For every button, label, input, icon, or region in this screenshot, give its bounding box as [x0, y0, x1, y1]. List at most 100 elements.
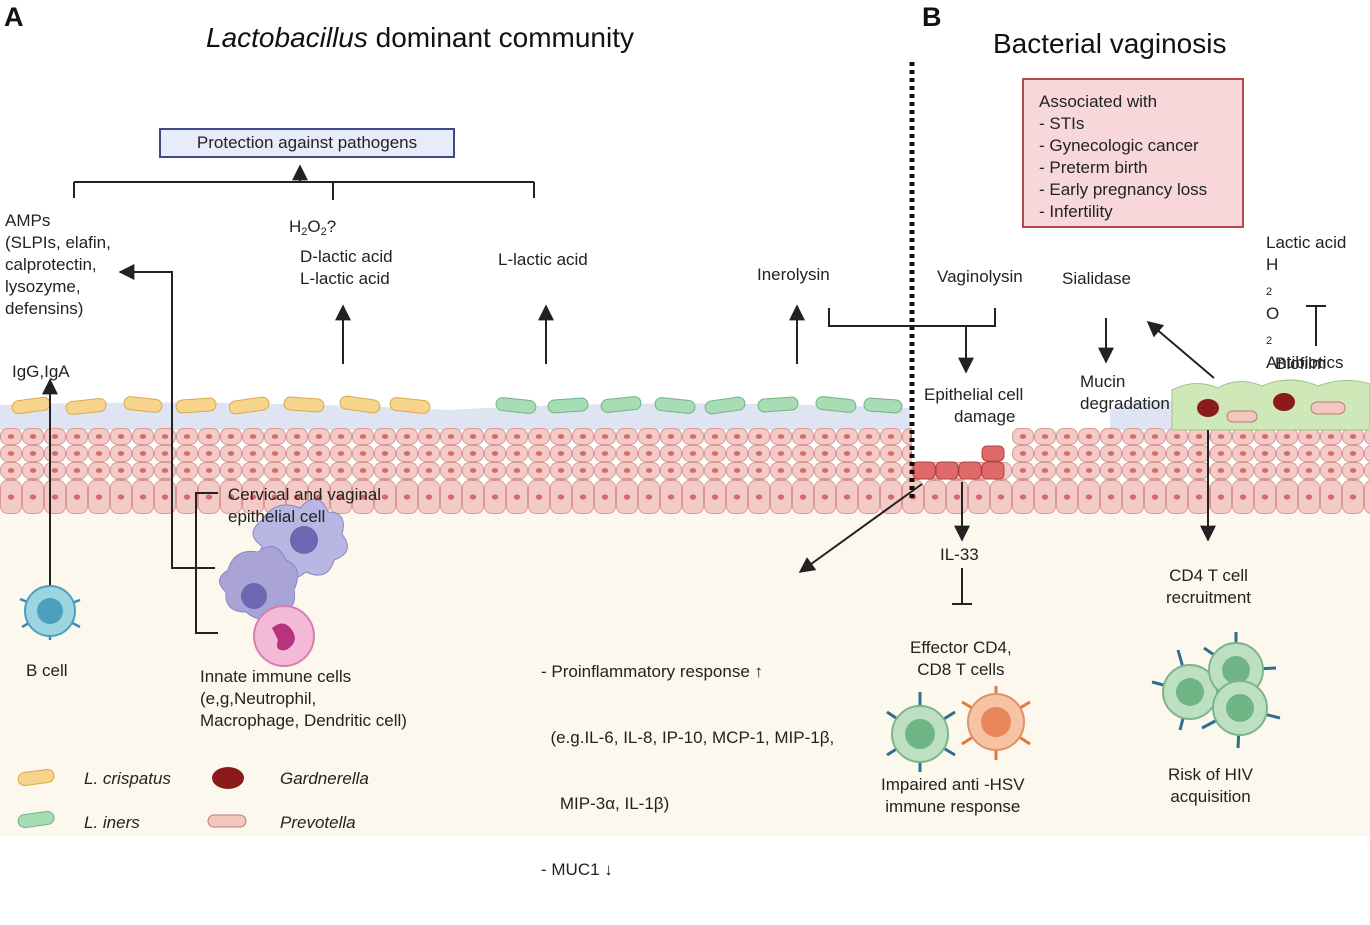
epithelial-line: epithelial cell [228, 507, 326, 526]
panel-label-b: B [922, 2, 942, 32]
risk-line: Risk of HIV [1168, 765, 1254, 784]
crispatus-rod [65, 398, 107, 415]
toxin-bracket [828, 308, 996, 327]
amps-line: calprotectin, [5, 255, 97, 274]
response-label: - Proinflammatory response ↑ (e.g.IL-6, … [541, 617, 834, 925]
crispatus-rod [123, 396, 163, 413]
damaged-cell [981, 461, 1005, 480]
response-line: MIP-3α, IL-1β) [541, 794, 670, 813]
associated-box: Associated with - STIs - Gynecologic can… [1022, 78, 1244, 228]
h2o2-q: ? [326, 217, 337, 236]
h2o2-b-sub: 2 [1266, 286, 1273, 298]
amps-line: AMPs [5, 211, 51, 230]
response-line: (e.g.IL-6, IL-8, IP-10, MCP-1, MIP-1β, [541, 728, 835, 747]
epithelial-label: Cervical and vaginal epithelial cell [228, 484, 381, 528]
crispatus-rod [339, 395, 381, 414]
crispatus-rod [175, 397, 217, 414]
h2o2-b-sub2: 2 [1266, 335, 1273, 347]
iners-rod [547, 397, 589, 414]
epithelial-line: Cervical and vaginal [228, 485, 382, 504]
mucin-line: degradation [1080, 394, 1170, 413]
legend-gardnerella-swatch [212, 767, 244, 789]
legend-crispatus-swatch [17, 768, 55, 787]
protection-bracket [73, 164, 535, 200]
innate-bracket [195, 492, 218, 634]
effector-label: Effector CD4, CD8 T cells [910, 637, 1012, 681]
inerolysin-label: Inerolysin [757, 265, 830, 284]
epithelial-damage-label: Epithelial cell damage [924, 384, 1023, 428]
assoc-line: - STIs [1039, 114, 1085, 133]
l-lactic-label-2: L-lactic acid [498, 250, 588, 269]
damaged-cell [912, 461, 936, 480]
d-lactic-label: D-lactic acid [300, 247, 393, 266]
il33-label: IL-33 [940, 545, 979, 564]
h2o2-sub2: 2 [320, 226, 327, 238]
antibiotics-line: Antibiotics [1266, 353, 1344, 372]
panel-a-title: Lactobacillus dominant community [206, 22, 634, 54]
damage-line: Epithelial cell [924, 385, 1024, 404]
effector-cells-graphic [886, 686, 1031, 772]
innate-to-amps-arrow [118, 264, 215, 569]
panel-a-title-italic: Lactobacillus [206, 22, 368, 53]
assoc-line: - Preterm birth [1039, 158, 1148, 177]
biofilm-label: Biofilm [1275, 354, 1327, 373]
iners-rod [704, 396, 746, 415]
iners-rods [495, 396, 903, 415]
diagram-canvas [0, 62, 1370, 836]
lactic-acid-line: Lactic acid [1266, 233, 1347, 252]
prevotella-cell [1226, 410, 1258, 423]
legend-iners-swatch [17, 810, 55, 829]
gardnerella-cell [1273, 393, 1295, 411]
sialidase-label: Sialidase [1062, 269, 1131, 288]
b-cell-label: B cell [26, 661, 68, 680]
biofilm-to-sialidase-arrow [1146, 320, 1215, 379]
damage-line: damage [954, 407, 1016, 426]
h2o2-sub: 2 [301, 226, 308, 238]
amps-text: AMPs (SLPIs, elafin, calprotectin, lysoz… [5, 210, 111, 320]
l-lactic-label: L-lactic acid [300, 269, 390, 288]
assoc-line: - Gynecologic cancer [1039, 136, 1199, 155]
risk-label: Risk of HIV acquisition [1168, 764, 1253, 808]
crispatus-rods [11, 395, 431, 415]
iners-rod [757, 396, 799, 413]
cd4-line: recruitment [1166, 588, 1252, 607]
impaired-line: immune response [885, 797, 1021, 816]
gardnerella-cell [1197, 399, 1219, 417]
legend-crispatus-label: L. crispatus [84, 769, 171, 788]
h2o2-b-o: O [1266, 304, 1280, 323]
iners-rod [863, 397, 903, 414]
legend-prevotella-label: Prevotella [280, 813, 356, 832]
panel-a-title-rest: dominant community [367, 22, 634, 53]
h2o2-b-h: H [1266, 255, 1279, 274]
proinflam-arrow [798, 483, 923, 573]
h2o2-label: H2O2? [289, 216, 336, 243]
crispatus-rod [283, 396, 325, 413]
damaged-cell [935, 461, 959, 480]
cd4-label: CD4 T cell recruitment [1166, 565, 1251, 609]
biofilm [1171, 379, 1370, 431]
cd4-line: CD4 T cell [1169, 566, 1248, 585]
damaged-cell [981, 445, 1005, 462]
damaged-cell [958, 461, 982, 480]
risk-line: acquisition [1170, 787, 1251, 806]
legend-iners-label: L. iners [84, 813, 140, 832]
figure: A Lactobacillus dominant community B Bac… [0, 2, 1370, 879]
effector-line: Effector CD4, [910, 638, 1012, 657]
vaginolysin-label: Vaginolysin [937, 267, 1023, 286]
iners-rod [654, 397, 696, 414]
impaired-label: Impaired anti -HSV immune response [881, 774, 1025, 818]
innate-line: (e,g,Neutrophil, [200, 689, 317, 708]
amps-line: lysozyme, [5, 277, 81, 296]
amps-line: (SLPIs, elafin, [5, 233, 111, 252]
h2o2-h: H [289, 217, 302, 236]
cd4-cells-graphic [1151, 632, 1281, 749]
iners-rod [495, 397, 537, 414]
crispatus-rod [228, 396, 270, 415]
panel-label-a: A [4, 2, 24, 32]
legend-prevotella-swatch [207, 814, 247, 828]
igg-label: IgG,IgA [12, 362, 70, 381]
b-cell-graphic [19, 585, 81, 640]
response-line: - MUC1 ↓ [541, 860, 613, 879]
